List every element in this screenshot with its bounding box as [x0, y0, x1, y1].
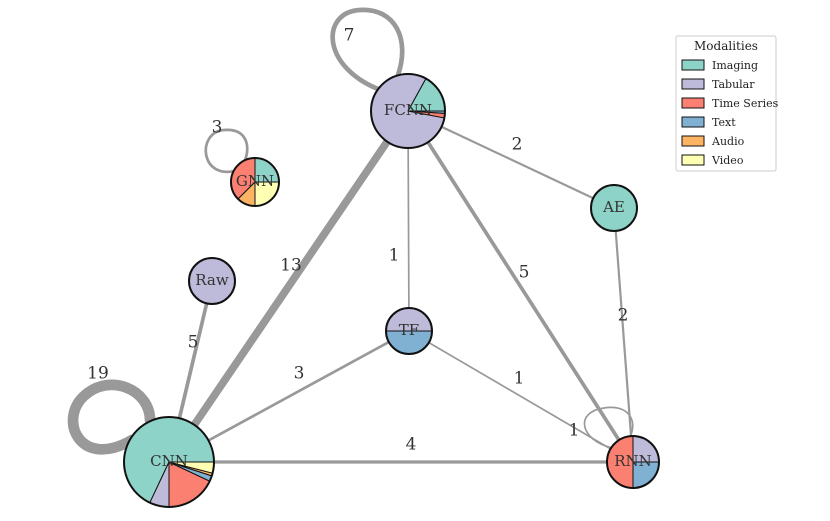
legend-item-text: Text: [681, 116, 736, 129]
edge-label-fcnn-cnn: 13: [280, 256, 302, 276]
legend-swatch: [681, 59, 705, 71]
node-outline: [123, 416, 215, 508]
legend-label: Imaging: [712, 59, 758, 72]
edge-label-raw-cnn: 5: [188, 333, 199, 353]
legend-swatch: [681, 78, 705, 90]
node-label-cnn: CNN: [150, 452, 188, 470]
node-label-rnn: RNN: [614, 452, 652, 470]
legend-label: Text: [712, 116, 736, 129]
edge-label-fcnn-tf: 1: [389, 246, 400, 266]
node-outline: [370, 73, 446, 149]
edge-label-cnn-rnn: 4: [406, 435, 417, 455]
node-ae: AE: [590, 184, 638, 232]
legend-item-tabular: Tabular: [681, 78, 755, 91]
node-gnn: GNN: [230, 157, 280, 207]
legend-item-imaging: Imaging: [681, 59, 758, 72]
self-loop-label-fcnn: 7: [344, 26, 355, 46]
legend-label: Tabular: [712, 78, 755, 91]
node-outline: [230, 157, 280, 207]
edge-label-fcnn-ae: 2: [512, 135, 523, 155]
node-raw: Raw: [188, 257, 236, 305]
edge-label-fcnn-rnn: 5: [519, 263, 530, 283]
self-loop-label-cnn: 19: [87, 364, 109, 384]
self-loop-label-rnn: 1: [569, 421, 580, 441]
node-outline: [590, 184, 638, 232]
node-cnn: CNN: [123, 416, 215, 508]
node-rnn: RNN: [606, 435, 660, 489]
edge-tf-rnn: [408, 330, 634, 463]
node-label-tf: TF: [399, 321, 419, 339]
node-label-fcnn: FCNN: [384, 101, 432, 119]
edge-fcnn-cnn: [165, 107, 412, 466]
legend-swatch: [681, 97, 705, 109]
legend-label: Time Series: [712, 97, 779, 110]
node-tf: TF: [385, 307, 433, 355]
edge-fcnn-rnn: [406, 109, 635, 464]
node-fcnn: FCNN: [370, 73, 446, 149]
legend-item-time-series: Time Series: [681, 97, 779, 110]
edge-ae-rnn: [612, 206, 635, 464]
self-loop-gnn: [204, 128, 249, 174]
legend-swatch: [681, 116, 705, 128]
legend-label: Video: [711, 154, 744, 167]
legend-title: Modalities: [694, 39, 758, 53]
self-loop-label-gnn: 3: [212, 118, 223, 138]
legend-label: Audio: [711, 135, 745, 148]
node-outline: [188, 257, 236, 305]
legend-item-video: Video: [681, 154, 744, 167]
edge-label-tf-rnn: 1: [514, 369, 525, 389]
node-label-gnn: GNN: [236, 172, 274, 190]
legend-item-audio: Audio: [681, 135, 745, 148]
node-label-raw: Raw: [195, 271, 229, 289]
legend-swatch: [681, 154, 705, 166]
self-loop-cnn: [67, 379, 156, 455]
node-outline: [385, 307, 433, 355]
node-outline: [606, 435, 660, 489]
self-loop-fcnn: [330, 7, 405, 95]
edge-label-ae-rnn: 2: [618, 306, 629, 326]
legend-swatch: [681, 135, 705, 147]
edge-label-tf-cnn: 3: [294, 364, 305, 384]
self-loops-layer: [67, 7, 634, 455]
node-label-ae: AE: [602, 198, 625, 216]
